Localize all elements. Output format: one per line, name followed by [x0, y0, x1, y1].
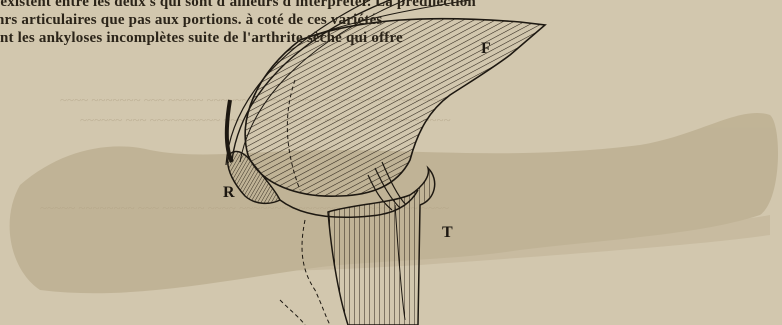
text-line: nt les ankyloses incomplètes suite de l'… [0, 30, 403, 47]
figure-label-femur: F [481, 40, 491, 58]
text-line: hrs articulaires que pas aux portions. à… [0, 12, 382, 29]
figure-label-patella: R [223, 184, 235, 202]
figure-label-tibia: T [442, 224, 453, 242]
text-line: lexistent entre les deux s qui sont d'ai… [0, 0, 476, 11]
